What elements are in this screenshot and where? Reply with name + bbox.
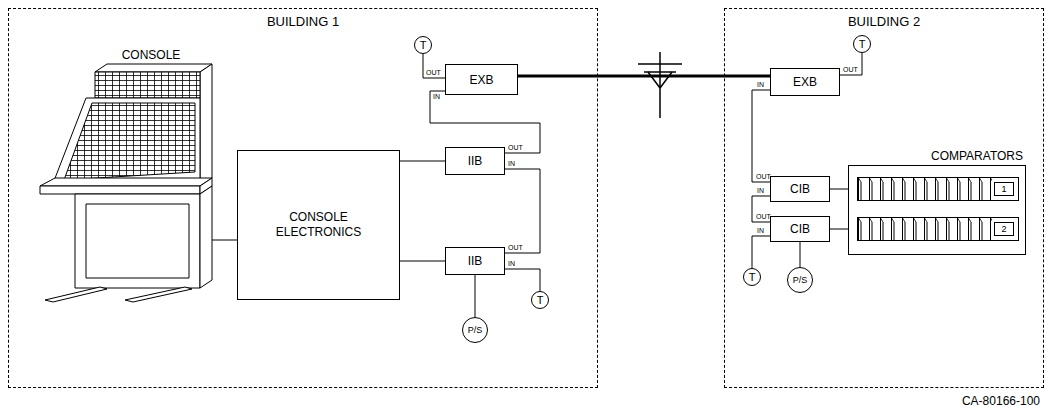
comparators-panel-label: COMPARATORS [931, 149, 1023, 163]
comparator-cells [858, 178, 992, 200]
pin-label: OUT [756, 173, 771, 180]
pin-label: IN [433, 93, 440, 100]
trunk-cable [518, 75, 770, 78]
pin-label: IN [508, 160, 515, 167]
extender-box: EXB [445, 64, 518, 95]
console-electronics-box-label: CONSOLE ELECTRONICS [263, 210, 375, 240]
console-door [86, 204, 189, 278]
console-pedestal-side [200, 186, 212, 288]
building-region: BUILDING 2EXBTCIBCIBCOMPARATORS12TP/S [724, 8, 1044, 388]
interface-box-label: IIB [468, 154, 483, 168]
console-desk-front [40, 186, 200, 194]
comparator-interface-box-label: CIB [790, 182, 810, 196]
comparator-cells [858, 218, 992, 240]
terminator-circle: T [853, 35, 871, 53]
wire [400, 161, 445, 162]
terminator-circle-label: T [537, 295, 544, 306]
building-region-label: BUILDING 2 [725, 14, 1043, 29]
wire [212, 240, 237, 241]
terminator-circle-label: T [859, 39, 866, 50]
comparators-panel: COMPARATORS12 [848, 165, 1026, 255]
power-supply-circle-label: P/S [468, 326, 483, 335]
terminator-circle-label: T [749, 272, 756, 283]
comparator-interface-box: CIB [770, 176, 830, 202]
wire [475, 275, 476, 317]
building-region-label: BUILDING 1 [9, 14, 597, 29]
extender-box-label: EXB [793, 75, 817, 89]
wire [752, 236, 770, 268]
terminator-circle: T [414, 36, 432, 54]
console-foot [45, 287, 107, 302]
power-supply-circle: P/S [462, 317, 488, 343]
pole-brace [648, 72, 672, 88]
pin-label: OUT [426, 69, 441, 76]
console-side [200, 64, 212, 186]
console-label: CONSOLE [40, 48, 212, 62]
wire [800, 242, 801, 267]
wire [505, 269, 540, 291]
pin-label: OUT [508, 144, 523, 151]
pin-label: OUT [756, 213, 771, 220]
comparator-row-label: 2 [994, 222, 1014, 236]
interface-box: IIB [445, 247, 505, 275]
building-region: BUILDING 1 CONSOLE CONSOLE ELECTRONICS IIB I… [8, 8, 598, 388]
wire [430, 91, 540, 153]
interface-box: IIB [445, 147, 505, 175]
comparator-cell-strip [858, 218, 992, 240]
console-illustration [40, 64, 212, 302]
console-grille [95, 72, 200, 98]
terminator-circle: T [531, 291, 549, 309]
pole [659, 52, 661, 118]
console-electronics-box: CONSOLE ELECTRONICS [237, 150, 400, 300]
pin-label: OUT [508, 244, 523, 251]
pin-label: IN [757, 187, 764, 194]
wire [400, 261, 445, 262]
console-pedestal [75, 194, 200, 288]
console-hood [95, 64, 212, 72]
comparator-row: 2 [857, 217, 1019, 241]
pin-label: IN [757, 227, 764, 234]
drawing-number: CA-80166-100 [962, 395, 1040, 407]
comparator-interface-box: CIB [770, 216, 830, 242]
console-panel-frame [52, 98, 200, 186]
interface-box-label: IIB [468, 254, 483, 268]
utility-pole-symbol [638, 52, 682, 118]
terminator-circle: T [743, 268, 761, 286]
pin-label: IN [508, 260, 515, 267]
extender-box: EXB [770, 68, 840, 96]
console-desk-top [40, 178, 212, 186]
wire [423, 54, 445, 78]
pole-crossarm [638, 63, 682, 65]
console-foot [125, 287, 192, 302]
pin-label: OUT [843, 66, 858, 73]
power-supply-circle: P/S [787, 267, 813, 293]
extender-box-label: EXB [469, 73, 493, 87]
terminator-circle-label: T [420, 40, 427, 51]
console-screen [64, 103, 195, 180]
wire [505, 169, 540, 253]
comparator-row-label: 1 [994, 182, 1014, 196]
comparator-interface-box-label: CIB [790, 222, 810, 236]
wire [752, 90, 770, 182]
wire [840, 53, 862, 75]
wire [752, 196, 770, 222]
console: CONSOLE [40, 48, 212, 300]
pin-label: IN [757, 81, 764, 88]
comparator-row: 1 [857, 177, 1019, 201]
power-supply-circle-label: P/S [793, 276, 808, 285]
comparator-cell-strip [858, 178, 992, 200]
